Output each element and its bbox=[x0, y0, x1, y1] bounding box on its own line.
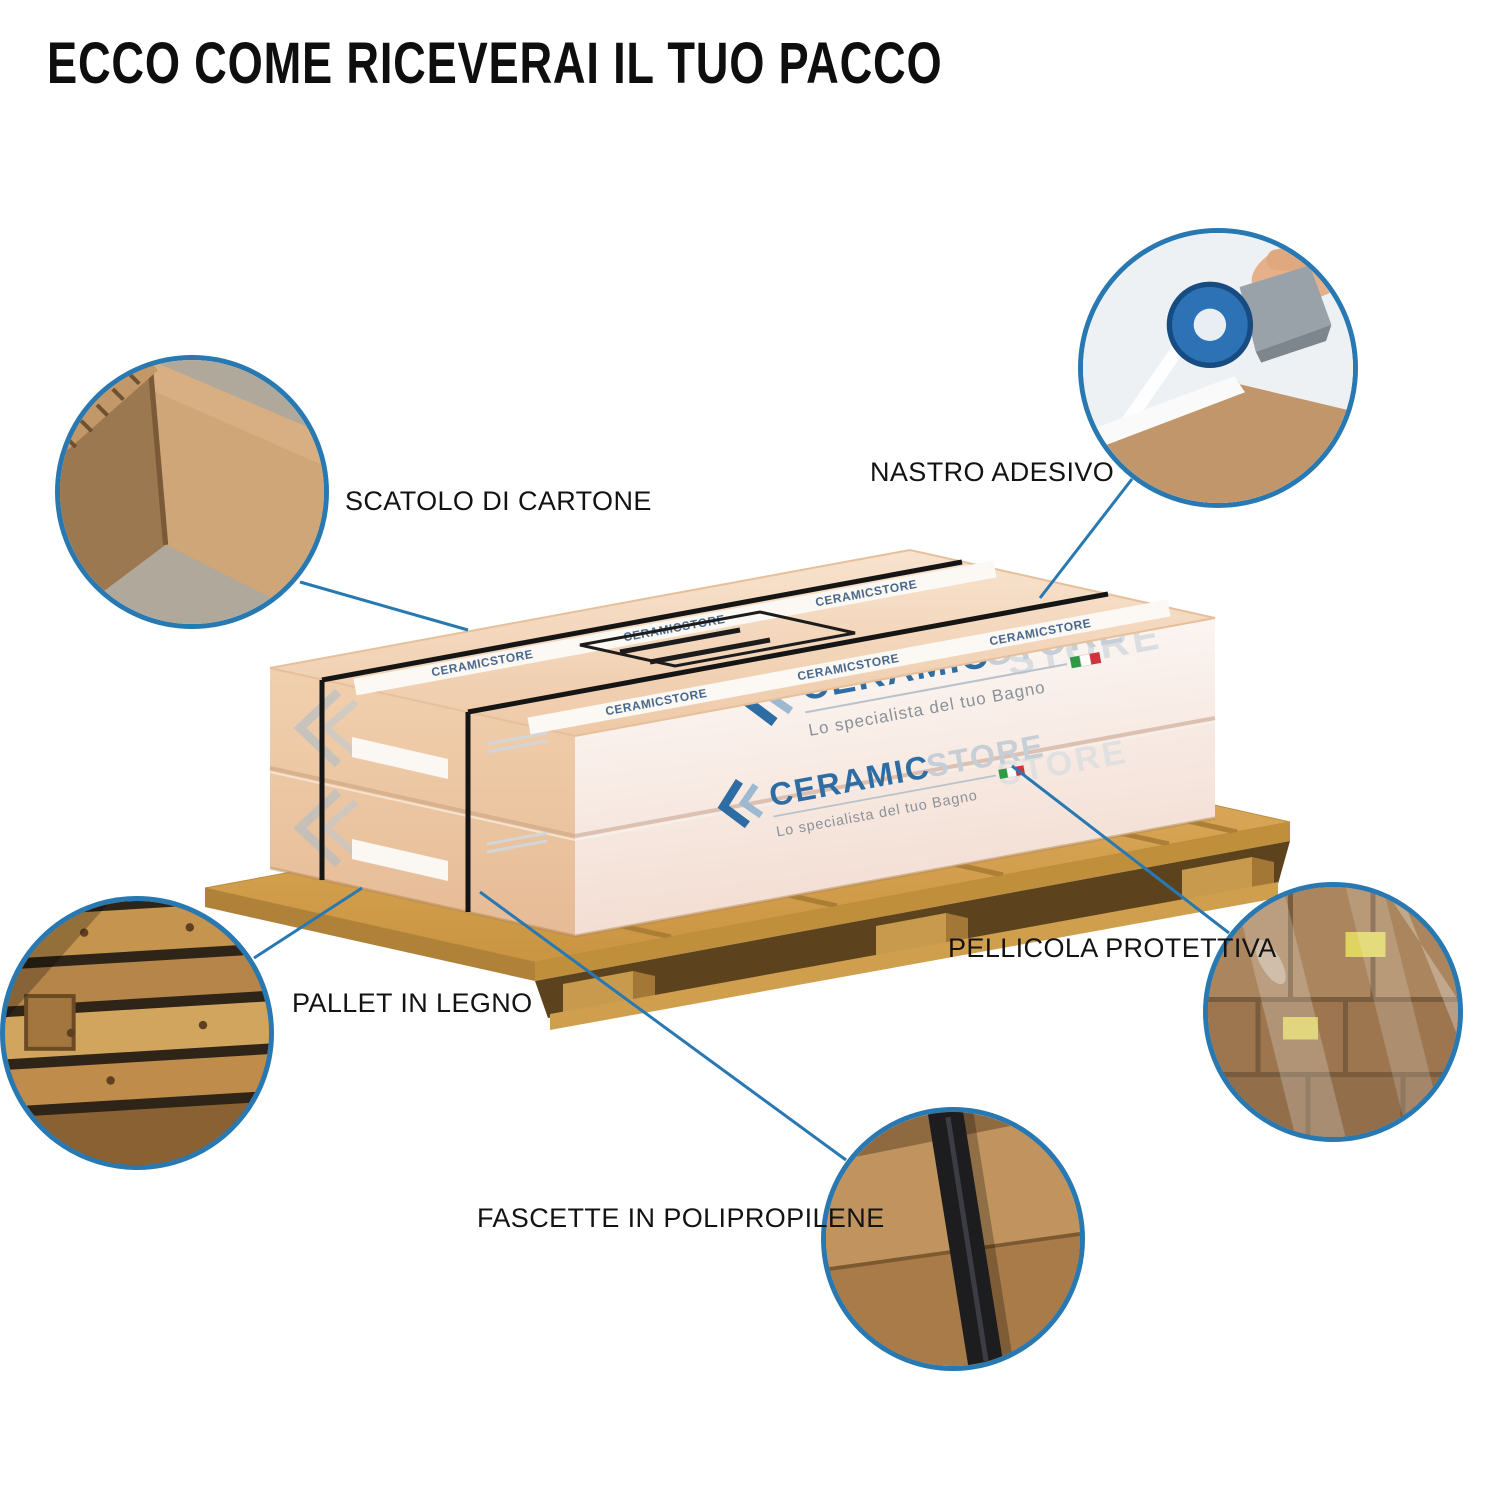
pallet-deck-front-edge bbox=[535, 822, 1290, 981]
strap-closeup-illustration bbox=[826, 1112, 1080, 1366]
label-pellicola-protettiva: PELLICOLA PROTETTIVA bbox=[948, 933, 1277, 963]
end-grain-block bbox=[24, 994, 76, 1051]
callout-pallet-photo bbox=[0, 896, 274, 1170]
end-face-tape-patch bbox=[352, 839, 448, 881]
logo-chevron-icon bbox=[738, 783, 764, 819]
page-title: ECCO COME RICEVERAI IL TUO PACCO bbox=[47, 31, 943, 96]
logo-chevron-icon bbox=[717, 779, 750, 829]
cardboard-corner-illustration bbox=[60, 360, 324, 624]
end-face-chevron-watermark-icon bbox=[293, 688, 359, 868]
end-face-tape-patch bbox=[352, 737, 448, 779]
connector-strap bbox=[479, 890, 847, 1162]
pallet-deck-west-edge bbox=[205, 888, 535, 981]
tape-dispenser-body bbox=[1239, 265, 1332, 352]
callout-film-photo bbox=[1203, 882, 1463, 1142]
tape-gun-illustration bbox=[1083, 233, 1353, 503]
strapping-bands bbox=[319, 559, 1109, 912]
pallet-wood-illustration bbox=[5, 901, 269, 1165]
label-sticker bbox=[1345, 932, 1386, 957]
connector-cardboard bbox=[299, 580, 469, 632]
shipping-label-marks bbox=[579, 610, 856, 668]
label-fascette-in-polipropilene: FASCETTE IN POLIPROPILENE bbox=[477, 1203, 885, 1233]
connector-film bbox=[1011, 764, 1230, 935]
box-vent-slits bbox=[486, 731, 548, 854]
label-sticker bbox=[1283, 1017, 1318, 1040]
label-scatolo-di-cartone: SCATOLO DI CARTONE bbox=[345, 486, 652, 516]
package-boxes: STORE STORE CERAMIC STORE Lo specialista… bbox=[269, 548, 1216, 938]
connector-pallet bbox=[253, 886, 363, 960]
connector-lines bbox=[253, 478, 1230, 1162]
label-pallet-in-legno: PALLET IN LEGNO bbox=[292, 988, 533, 1018]
box-surface bbox=[1083, 384, 1353, 503]
callout-strap-photo bbox=[821, 1107, 1085, 1371]
connector-tape bbox=[1038, 478, 1134, 599]
stretch-film-illustration bbox=[1208, 887, 1458, 1137]
nail-dots bbox=[66, 923, 208, 1085]
pallet-bottom-skid bbox=[550, 882, 1278, 1030]
italian-flag-icon bbox=[1069, 652, 1102, 669]
callout-cardboard-photo bbox=[55, 355, 329, 629]
label-nastro-adesivo: NASTRO ADESIVO bbox=[870, 457, 1115, 487]
callout-tape-photo bbox=[1078, 228, 1358, 508]
